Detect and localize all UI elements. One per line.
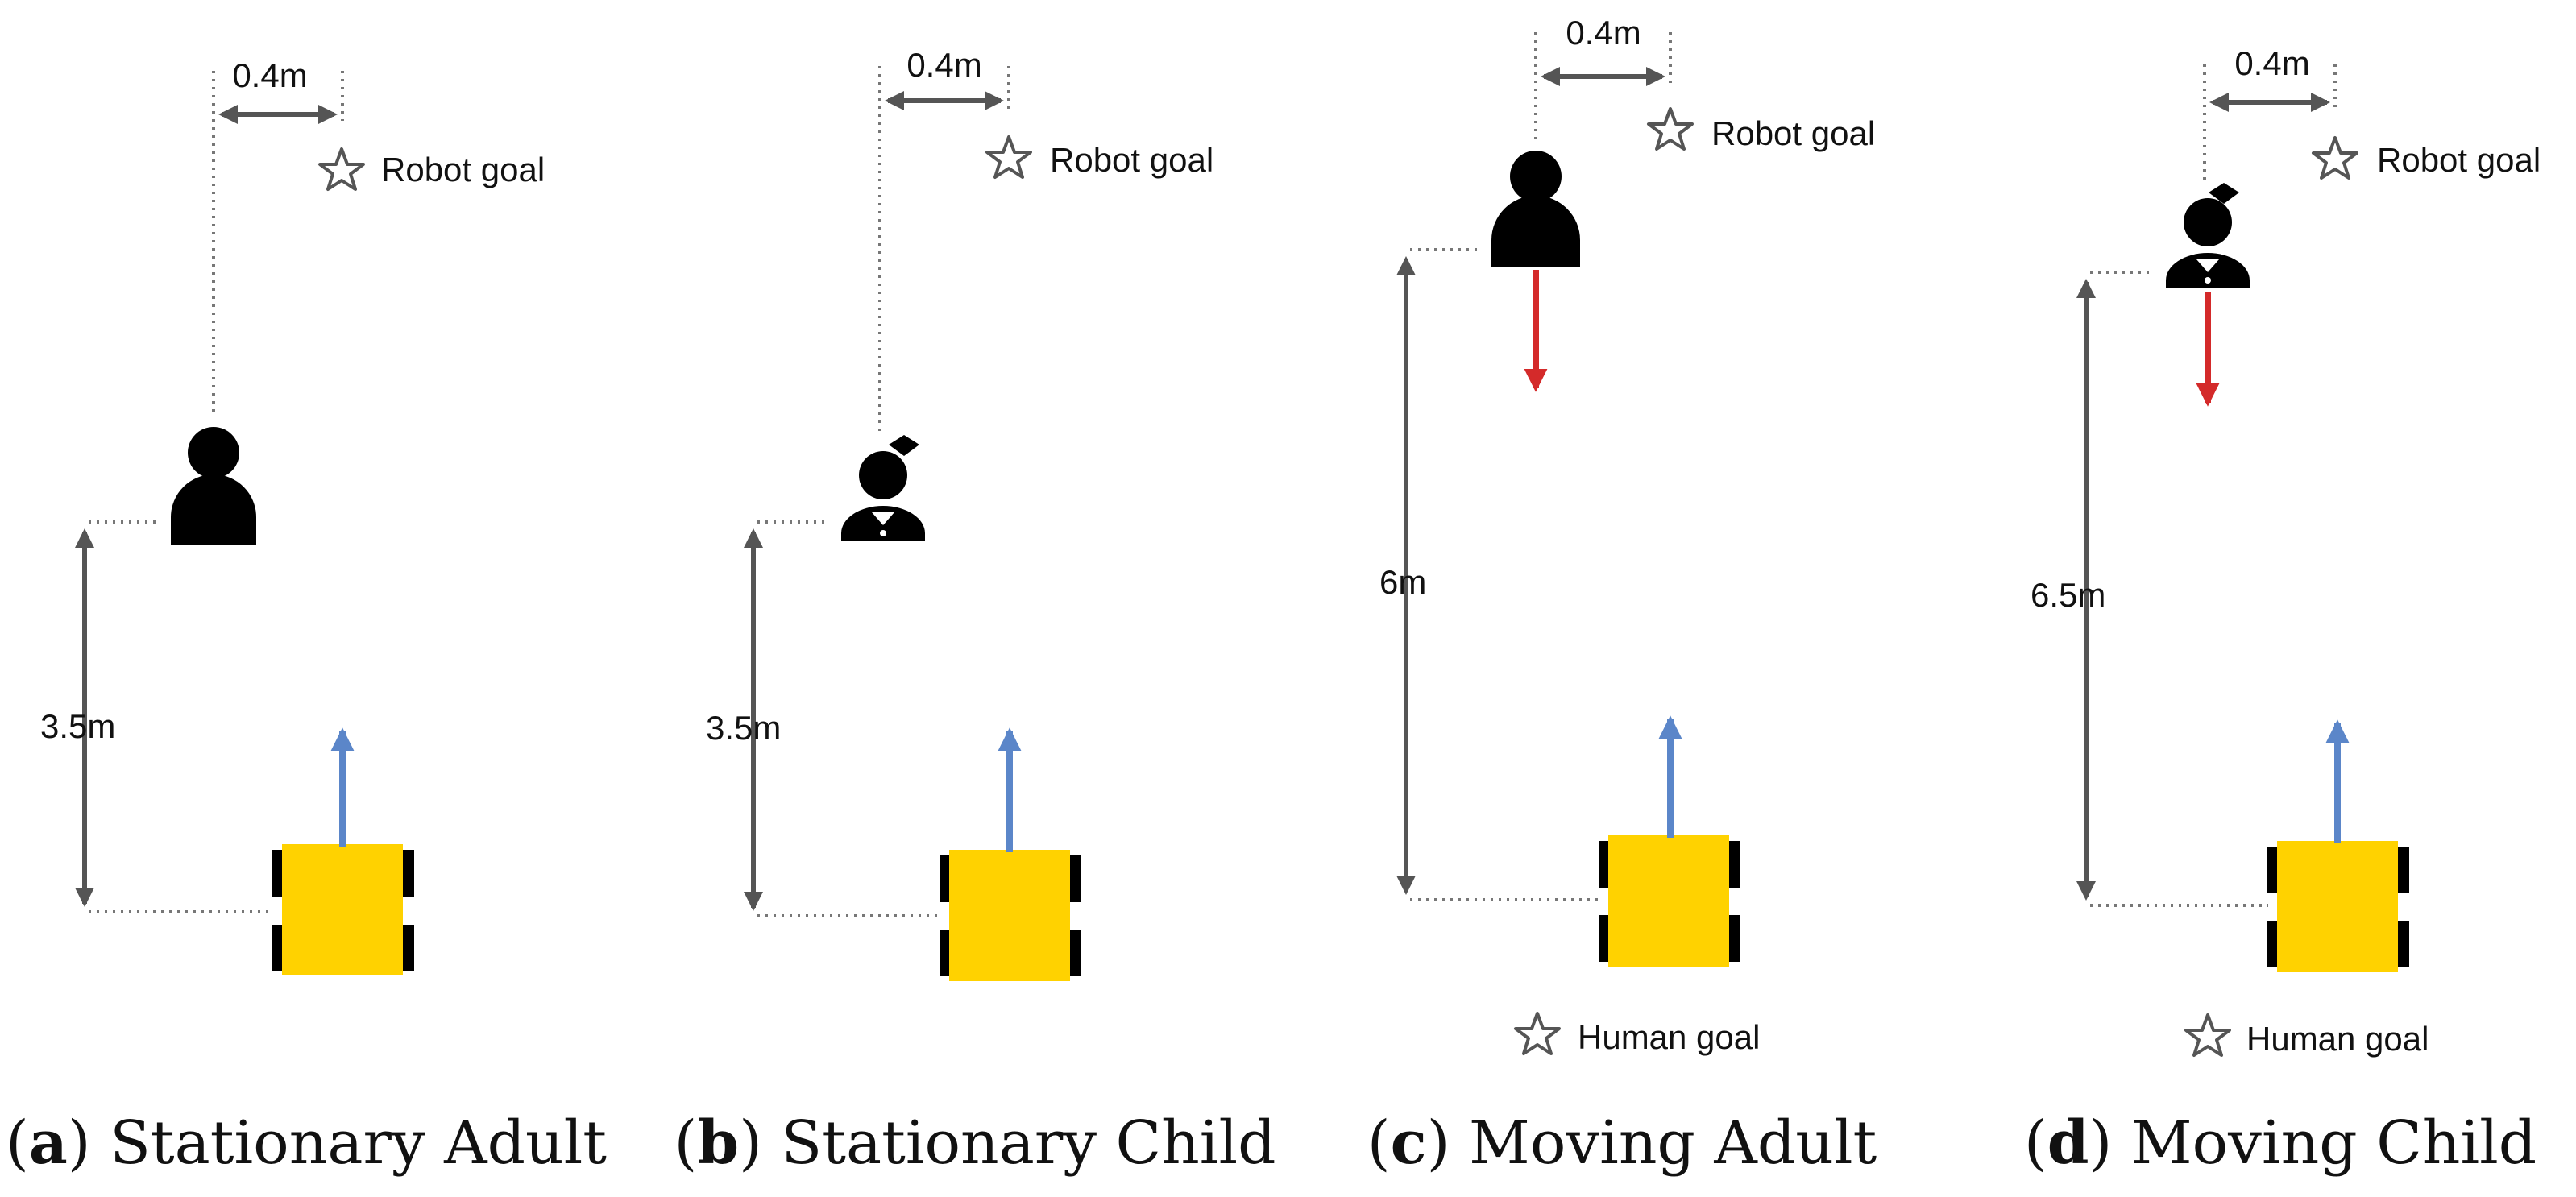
distance-label: 3.5m (706, 709, 781, 747)
person-child-icon (2166, 183, 2250, 288)
human-goal-label: Human goal (2246, 1020, 2429, 1058)
panel-caption: (d) Moving Child (2024, 1108, 2537, 1178)
panel-caption: (a) Stationary Adult (6, 1108, 607, 1178)
offset-label: 0.4m (232, 56, 307, 94)
panel-b: 0.4m Robot goal 3.5m (b) Stationary Chil… (674, 46, 1276, 1178)
panel-a: 0.4m Robot goal 3.5m (a) Stationary Adul… (6, 56, 607, 1178)
offset-label: 0.4m (906, 46, 981, 84)
robot-goal-label: Robot goal (1711, 114, 1875, 152)
distance-label: 6.5m (2031, 576, 2105, 614)
robot-goal-label: Robot goal (381, 151, 545, 188)
human-goal-star-icon (1514, 1012, 1561, 1055)
offset-label: 0.4m (1566, 14, 1641, 52)
robot-icon (272, 844, 414, 975)
person-child-icon (841, 435, 925, 541)
distance-label: 6m (1379, 563, 1426, 601)
robot-goal-label: Robot goal (1050, 141, 1213, 179)
robot-icon (2267, 841, 2409, 972)
panel-c: 0.4m Robot goal 6m Human goal (c) Moving… (1367, 14, 1877, 1178)
human-goal-label: Human goal (1578, 1018, 1760, 1056)
human-goal-star-icon (2184, 1013, 2231, 1057)
panel-d: 0.4m Robot goal 6.5m Human goal (d) Movi… (2024, 44, 2541, 1178)
panel-caption: (c) Moving Adult (1367, 1108, 1877, 1178)
robot-goal-label: Robot goal (2377, 141, 2541, 179)
distance-label: 3.5m (40, 707, 115, 745)
person-adult-icon (1491, 151, 1580, 267)
robot-icon (1599, 835, 1740, 967)
person-adult-icon (171, 427, 256, 545)
robot-goal-star-icon (985, 135, 1032, 179)
robot-icon (940, 850, 1081, 981)
panel-caption: (b) Stationary Child (674, 1108, 1276, 1178)
robot-goal-star-icon (2312, 136, 2358, 180)
robot-goal-star-icon (318, 147, 365, 191)
offset-label: 0.4m (2234, 44, 2309, 82)
robot-goal-star-icon (1647, 107, 1694, 151)
